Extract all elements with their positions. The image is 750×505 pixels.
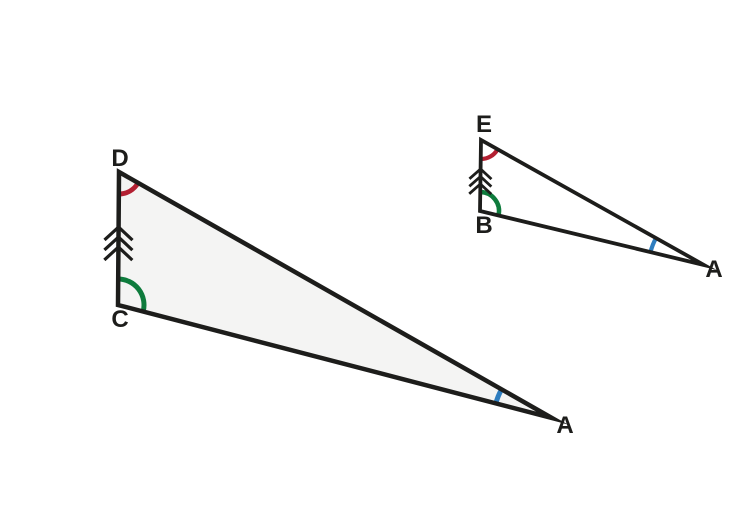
small-triangle-EBA-outline <box>478 136 717 271</box>
vertex-label-B-small-triangle-EBA: B <box>475 212 492 239</box>
vertex-label-A-small-triangle-EBA: A <box>705 256 722 283</box>
vertex-label-C-large-triangle-DCA: C <box>111 306 128 333</box>
vertex-label-A-large-triangle-DCA: A <box>556 412 573 439</box>
vertex-label-D-large-triangle-DCA: D <box>111 145 128 172</box>
vertex-label-E-small-triangle-EBA: E <box>476 111 492 138</box>
large-triangle-DCA-outline <box>115 168 568 425</box>
angle-arc-green-B-small-triangle-EBA <box>480 189 502 216</box>
angle-arc-green-C-large-triangle-DCA <box>118 276 147 313</box>
